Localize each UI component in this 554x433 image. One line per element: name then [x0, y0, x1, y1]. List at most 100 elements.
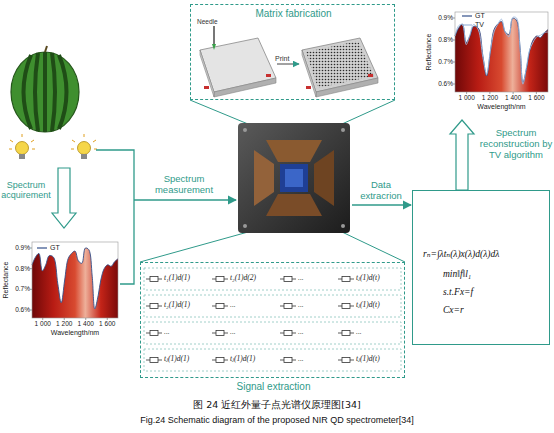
matrix-cell: ... — [230, 301, 236, 310]
qd-sensor — [285, 169, 303, 187]
legend-line — [462, 16, 472, 17]
screw — [341, 224, 345, 228]
resistor-symbol — [284, 304, 292, 309]
electrode — [368, 74, 373, 77]
plot-frame — [32, 242, 118, 318]
step-label: Data extracrion — [352, 180, 410, 202]
tick-label: 0.6% — [0, 306, 30, 313]
tick-mark — [85, 318, 86, 320]
legend-sample — [461, 13, 473, 19]
tick-mark — [30, 289, 32, 290]
resistor-symbol — [284, 277, 292, 282]
legend-item: GT — [461, 12, 485, 20]
matrix-cell: ... — [298, 274, 304, 283]
signal-rows — [144, 268, 401, 371]
tick-label: 1 000 — [28, 320, 58, 327]
leader-line — [342, 232, 405, 262]
fabrication-panel: Matrix fabricationNeedlePrint — [190, 4, 395, 100]
device-plate — [254, 150, 274, 206]
spectrometer-photo — [238, 123, 350, 233]
tick-mark — [30, 310, 32, 311]
tick-label: 1 600 — [92, 320, 122, 327]
screw — [243, 224, 247, 228]
panel-heading: Signal extraction — [141, 381, 406, 393]
matrix-cell: ... — [298, 328, 304, 337]
matrix-cell: ... — [298, 355, 304, 364]
resistor-symbol — [216, 304, 224, 309]
tick-label: 0.9% — [423, 14, 453, 21]
resistor-symbol — [216, 358, 224, 363]
leader-line — [342, 100, 395, 124]
tick-mark — [42, 318, 43, 320]
equation: s.t.Fx=f — [443, 287, 473, 298]
watermelon-stripe — [59, 55, 67, 129]
resistor-symbol — [342, 358, 350, 363]
tick-mark — [536, 92, 537, 94]
resistor-symbol — [216, 331, 224, 336]
axis-title: Reflectance — [425, 27, 433, 77]
watermelon-stripe — [35, 53, 38, 131]
bulb-base — [81, 154, 87, 159]
tick-label: 1 400 — [498, 94, 528, 101]
hollow-arrow — [450, 120, 474, 190]
electrode — [306, 86, 311, 89]
plot-frame — [455, 12, 548, 92]
substrate-edge — [302, 50, 316, 97]
watermelon-stem — [45, 46, 47, 52]
matrix-cell: t₂(1)d(1) — [164, 301, 190, 310]
matrix-cell: ... — [164, 328, 170, 337]
screw — [243, 128, 247, 132]
tick-label: 1 200 — [475, 94, 505, 101]
axis-title: Wavelength/nm — [32, 329, 118, 337]
resistor-symbol — [150, 358, 158, 363]
part-name: Needle — [197, 18, 218, 25]
leader-line — [190, 100, 248, 124]
device-plate — [266, 194, 322, 216]
equation-box: rₙ=∫λtₙ(λ)x(λ)d(λ)dλmin‖f‖l₁s.t.Fx=fCx=r — [412, 190, 550, 345]
matrix-cell: ... — [230, 328, 236, 337]
tick-mark — [453, 18, 455, 19]
bulb-glass — [78, 142, 91, 155]
light-bulb — [71, 134, 97, 159]
legend-sample — [36, 245, 48, 251]
tick-mark — [489, 92, 490, 94]
tick-label: 0.8% — [0, 265, 30, 272]
resistor-symbol — [342, 331, 350, 336]
matrix-cell: t₁(1)d(1) — [164, 274, 190, 283]
step-label: Spectrum acquirement — [0, 180, 52, 201]
matrix-cell: tⱼ(1)d(t) — [356, 274, 380, 283]
tick-mark — [453, 40, 455, 41]
resistor-symbol — [150, 304, 158, 309]
needle-symbol — [213, 26, 215, 44]
spectrum-chart: Reflectance0.9%0.8%0.7%0.6%1 0001 2001 4… — [0, 236, 126, 340]
resistor-symbol — [342, 277, 350, 282]
bulb-base — [19, 154, 25, 159]
flow-arrow — [352, 204, 411, 205]
equation: rₙ=∫λtₙ(λ)x(λ)d(λ)dλ — [423, 249, 499, 260]
caption-text: Fig.24 Schematic diagram of the proposed… — [0, 415, 554, 425]
watermelon-stripe — [24, 55, 32, 129]
legend-item: GT — [36, 244, 60, 252]
substrate-edge — [316, 78, 378, 97]
electrode — [266, 74, 271, 77]
fabrication-illustration — [200, 26, 378, 97]
matrix-cell: ... — [298, 301, 304, 310]
tick-mark — [30, 248, 32, 249]
tick-mark — [30, 268, 32, 269]
light-bulb — [9, 134, 35, 159]
tick-label: 1 400 — [71, 320, 101, 327]
tick-label: 0.7% — [0, 285, 30, 292]
watermelon-stripe — [52, 53, 55, 131]
device-plate — [266, 140, 322, 162]
signal-row — [144, 349, 401, 371]
legend-line — [37, 248, 47, 249]
watermelon-body — [11, 52, 79, 132]
tv-line — [455, 17, 548, 84]
qd-sensor — [280, 164, 308, 192]
matrix-cell: tⱼ(1)d(1) — [164, 355, 189, 364]
device-plate — [314, 150, 334, 206]
resistor-symbol — [216, 277, 224, 282]
gt-line — [455, 18, 548, 82]
legend-line — [462, 25, 472, 26]
